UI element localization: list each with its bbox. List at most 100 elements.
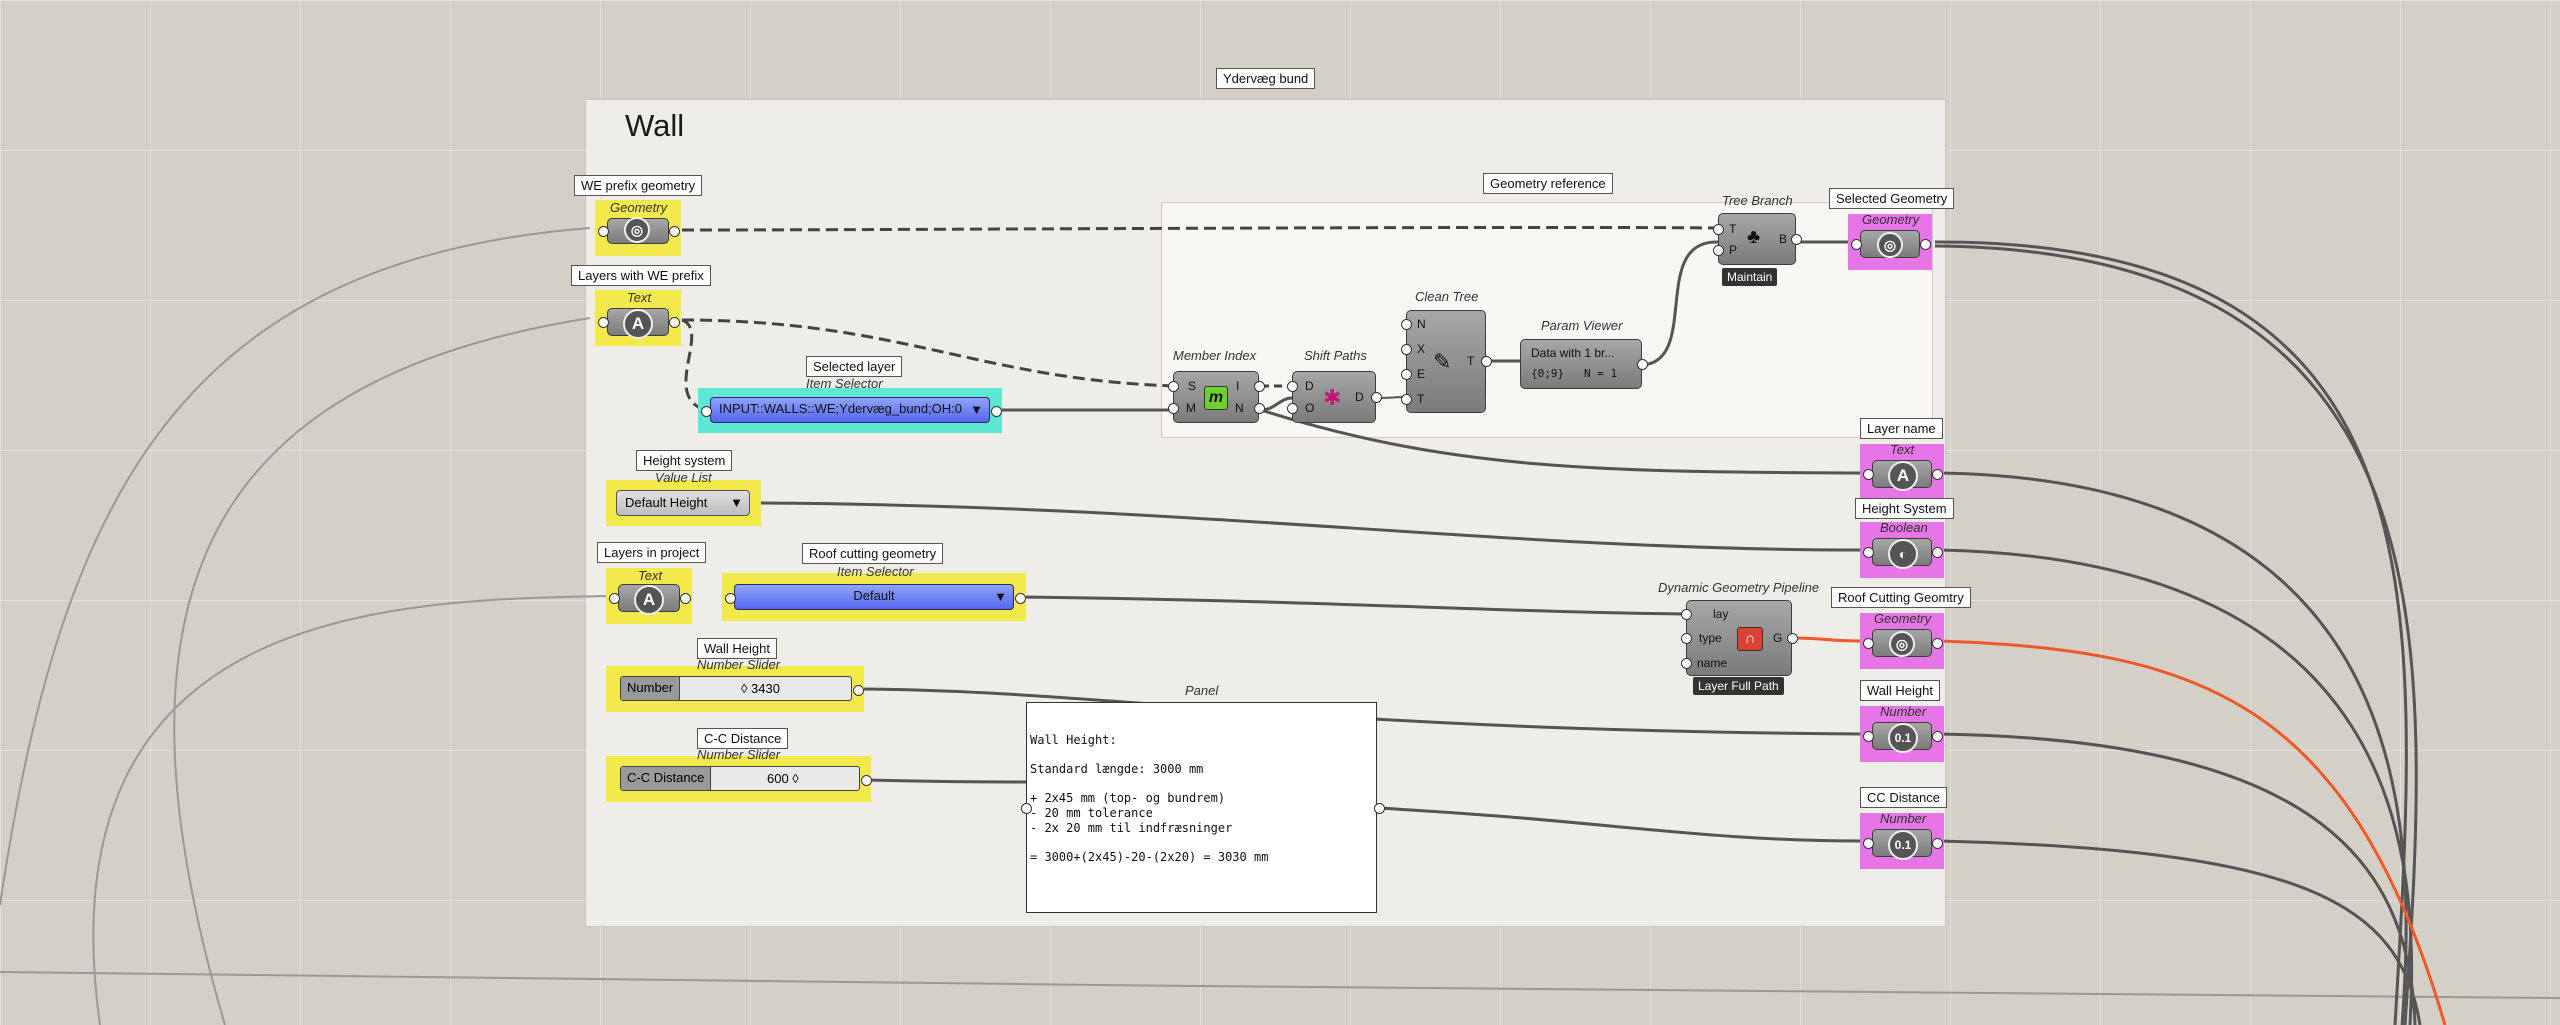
- wall-height-slider[interactable]: Number ◊ 3430: [606, 666, 864, 712]
- wall-height-panel[interactable]: Wall Height: Standard længde: 3000 mm + …: [1026, 702, 1377, 913]
- selected-geometry-node[interactable]: ◎: [1860, 230, 1920, 258]
- output-grip[interactable]: [1637, 359, 1648, 370]
- cc-distance-out-param[interactable]: Number 0.1: [1860, 811, 1944, 869]
- dgp-component[interactable]: lay type name ∩ G: [1681, 600, 1798, 676]
- output-grip[interactable]: [669, 317, 680, 328]
- output-grip[interactable]: [1932, 638, 1943, 649]
- output-grip[interactable]: [1920, 239, 1931, 250]
- clean-tree-title: Clean Tree: [1415, 289, 1479, 304]
- selected-layer-dropdown[interactable]: INPUT::WALLS::WE;Ydervæg_bund;OH:0 ▼: [710, 397, 990, 423]
- layers-in-project-node[interactable]: A: [618, 584, 680, 615]
- selected-layer-selector[interactable]: INPUT::WALLS::WE;Ydervæg_bund;OH:0 ▼: [698, 388, 1002, 433]
- input-grip[interactable]: [1863, 731, 1874, 742]
- height-system-value-list[interactable]: Default Height ▼: [606, 480, 761, 526]
- layers-in-project-param[interactable]: Text A: [606, 568, 692, 624]
- panel-output-grip[interactable]: [1374, 803, 1385, 814]
- cc-distance-out-label: CC Distance: [1860, 787, 1947, 808]
- dropdown-arrow-icon[interactable]: ▼: [730, 495, 743, 510]
- we-prefix-geometry-param[interactable]: Geometry ◎: [595, 200, 681, 256]
- input-grip[interactable]: [1863, 469, 1874, 480]
- output-grip[interactable]: [669, 226, 680, 237]
- cc-distance-out-node[interactable]: 0.1: [1872, 829, 1932, 860]
- output-grip[interactable]: [1932, 469, 1943, 480]
- input-grip[interactable]: [701, 406, 712, 417]
- member-index-title: Member Index: [1173, 348, 1257, 363]
- input-grip[interactable]: [1401, 319, 1412, 330]
- output-grip[interactable]: [680, 593, 691, 604]
- roof-cutting-label: Roof cutting geometry: [802, 543, 944, 564]
- input-grip[interactable]: [1863, 547, 1874, 558]
- input-grip[interactable]: [1287, 403, 1298, 414]
- input-grip[interactable]: [725, 593, 736, 604]
- roof-cutting-out-node[interactable]: ◎: [1872, 629, 1932, 657]
- output-grip[interactable]: [991, 406, 1002, 417]
- input-grip[interactable]: [1168, 381, 1179, 392]
- output-grip[interactable]: [1932, 731, 1943, 742]
- wall-height-slider-name: Number: [621, 677, 681, 700]
- port-b: B: [1779, 232, 1788, 246]
- input-grip[interactable]: [1681, 658, 1692, 669]
- cc-distance-slider-value[interactable]: 600 ◊: [767, 771, 799, 786]
- dropdown-arrow-icon[interactable]: ▼: [970, 402, 983, 417]
- roof-cutting-type: Item Selector: [837, 564, 914, 579]
- wall-height-out-param[interactable]: Number 0.1: [1860, 704, 1944, 762]
- clean-tree-component[interactable]: N X E T ✎ T: [1401, 310, 1492, 413]
- roof-cutting-dropdown[interactable]: Default ▼: [734, 584, 1014, 610]
- wall-height-slider-body[interactable]: Number ◊ 3430: [620, 676, 852, 701]
- input-grip[interactable]: [1401, 344, 1412, 355]
- layers-we-prefix-node[interactable]: A: [607, 308, 669, 339]
- wall-height-slider-type: Number Slider: [697, 657, 781, 672]
- wall-height-slider-value[interactable]: ◊ 3430: [741, 681, 780, 696]
- wall-height-out-node[interactable]: 0.1: [1872, 722, 1932, 753]
- output-grip[interactable]: [861, 775, 872, 786]
- we-prefix-geometry-node[interactable]: ◎: [607, 217, 669, 244]
- number-icon: 0.1: [1888, 723, 1918, 753]
- panel-input-grip[interactable]: [1021, 803, 1032, 814]
- output-grip[interactable]: [1787, 633, 1798, 644]
- roof-cutting-out-param[interactable]: Geometry ◎: [1860, 611, 1944, 669]
- layers-we-prefix-param[interactable]: Text A: [595, 290, 681, 346]
- input-grip[interactable]: [598, 317, 609, 328]
- output-grip[interactable]: [1481, 356, 1492, 367]
- output-grip[interactable]: [1254, 381, 1265, 392]
- layers-we-prefix-type: Text: [627, 290, 652, 305]
- height-system-dropdown[interactable]: Default Height ▼: [616, 490, 750, 516]
- number-icon: 0.1: [1888, 830, 1918, 860]
- selected-geometry-param[interactable]: Geometry ◎: [1848, 212, 1932, 270]
- input-grip[interactable]: [1287, 381, 1298, 392]
- output-grip[interactable]: [1254, 403, 1265, 414]
- port-n: N: [1235, 401, 1244, 415]
- output-grip[interactable]: [1371, 392, 1382, 403]
- output-grip[interactable]: [1015, 593, 1026, 604]
- cc-distance-slider[interactable]: C-C Distance 600 ◊: [606, 756, 872, 802]
- cc-distance-slider-body[interactable]: C-C Distance 600 ◊: [620, 766, 860, 791]
- output-grip[interactable]: [1932, 838, 1943, 849]
- dropdown-arrow-icon[interactable]: ▼: [994, 589, 1007, 604]
- input-grip[interactable]: [1851, 239, 1862, 250]
- roof-cutting-selector[interactable]: Default ▼: [722, 573, 1026, 621]
- input-grip[interactable]: [1401, 369, 1412, 380]
- output-grip[interactable]: [853, 685, 864, 696]
- layer-name-node[interactable]: A: [1872, 460, 1932, 491]
- height-system-out-param[interactable]: Boolean ◐: [1860, 520, 1944, 578]
- input-grip[interactable]: [1863, 838, 1874, 849]
- output-grip[interactable]: [1932, 547, 1943, 558]
- input-grip[interactable]: [609, 593, 620, 604]
- layer-name-param[interactable]: Text A: [1860, 442, 1944, 500]
- selected-geometry-type: Geometry: [1862, 212, 1920, 227]
- input-grip[interactable]: [1681, 609, 1692, 620]
- input-grip[interactable]: [1713, 245, 1724, 256]
- input-grip[interactable]: [1168, 403, 1179, 414]
- input-grip[interactable]: [1713, 224, 1724, 235]
- shift-paths-component[interactable]: D O ✱ D: [1287, 371, 1382, 423]
- param-viewer-component[interactable]: Data with 1 br... {0;9} N = 1: [1520, 339, 1648, 389]
- input-grip[interactable]: [598, 226, 609, 237]
- output-grip[interactable]: [1791, 234, 1802, 245]
- tree-branch-component[interactable]: T P ♣ B: [1713, 213, 1802, 265]
- input-grip[interactable]: [1863, 638, 1874, 649]
- member-index-component[interactable]: S M m I N: [1168, 371, 1265, 423]
- height-system-out-node[interactable]: ◐: [1872, 538, 1932, 569]
- input-grip[interactable]: [1681, 633, 1692, 644]
- input-grip[interactable]: [1401, 394, 1412, 405]
